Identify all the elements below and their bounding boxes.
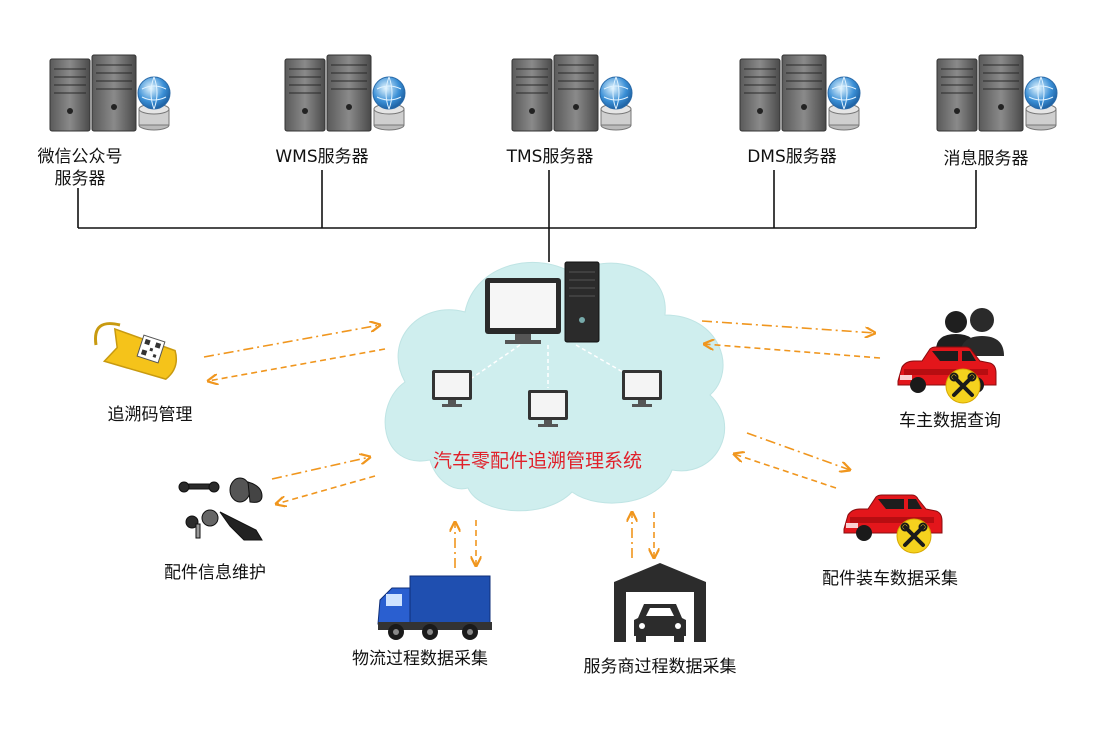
dms-server-label: DMS服务器: [747, 147, 837, 167]
install-car-icon: [843, 494, 943, 555]
central-computer-icon: [485, 261, 600, 344]
system-title: 汽车零配件追溯管理系统: [433, 450, 643, 472]
server-bus: [77, 170, 977, 262]
trace-code-tag-icon: [94, 322, 178, 380]
car-owner-icon: [897, 308, 1004, 405]
wms-server-label: WMS服务器: [275, 147, 369, 167]
service-provider-label: 服务商过程数据采集: [583, 657, 737, 677]
trace-code-label: 追溯码管理: [107, 405, 193, 425]
dms-server-icon: [739, 54, 861, 132]
wechat-server-label-line2: 服务器: [54, 169, 106, 189]
tms-server-label: TMS服务器: [506, 147, 594, 167]
wechat-server-label: 微信公众号 服务器: [20, 146, 140, 190]
message-server-label: 消息服务器: [943, 149, 1029, 169]
garage-icon: [614, 563, 706, 642]
tms-server-icon: [511, 54, 633, 132]
truck-icon: [377, 575, 492, 640]
wms-server-icon: [284, 54, 406, 132]
logistics-label: 物流过程数据采集: [352, 649, 488, 669]
client-links: [471, 344, 629, 388]
wechat-server-icon: [49, 54, 171, 132]
install-collect-label: 配件装车数据采集: [822, 569, 958, 589]
auto-parts-icon: [178, 477, 263, 541]
parts-info-label: 配件信息维护: [164, 563, 266, 583]
wechat-server-label-line1: 微信公众号: [37, 147, 123, 167]
cloud-shape: [384, 261, 726, 512]
server-row: [49, 54, 1058, 132]
data-flow-arrows: [203, 320, 881, 568]
message-server-icon: [936, 54, 1058, 132]
owner-query-label: 车主数据查询: [899, 411, 1001, 431]
